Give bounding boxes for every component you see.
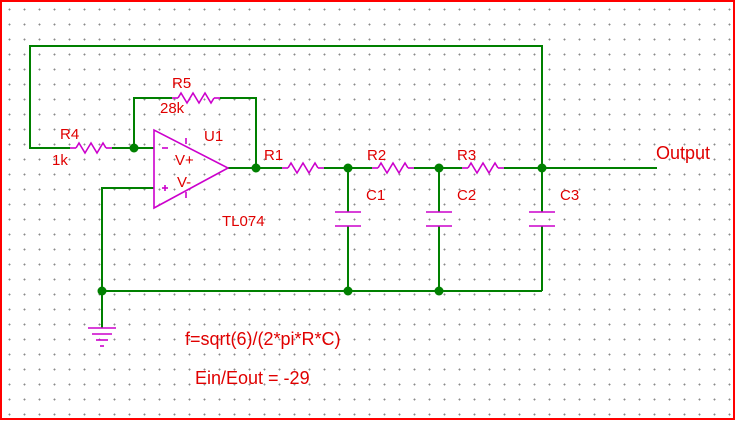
resistor-r2 [372,161,414,175]
opamp-u1 [153,128,230,210]
wires [29,45,657,328]
labels: R4 1k R5 28k U1 V+ V- TL074 R1 R2 R3 C1 … [52,75,710,388]
label-c1-ref: C1 [366,187,385,204]
node-ground-left [97,286,107,296]
capacitor-c2 [426,211,452,227]
label-output: Output [656,143,710,163]
label-r4-value: 1k [52,152,68,169]
node-inverting [129,143,139,153]
label-r2-ref: R2 [367,147,386,164]
label-u1-plus: V+ [175,152,194,169]
ground-symbol [88,327,116,347]
label-r3-ref: R3 [457,147,476,164]
node-ground-c2 [434,286,444,296]
label-c2-ref: C2 [457,187,476,204]
label-u1-part: TL074 [222,213,265,230]
resistor-r3 [462,161,504,175]
formula-frequency: f=sqrt(6)/(2*pi*R*C) [185,329,341,349]
label-r4-ref: R4 [60,126,79,143]
node-c2 [434,163,444,173]
wire-plus-ground [101,187,154,328]
formula-gain: Ein/Eout = -29 [195,368,310,388]
label-r5-ref: R5 [172,75,191,92]
resistor-r1 [282,161,324,175]
node-c1 [343,163,353,173]
label-u1-minus: V- [177,174,191,191]
label-c3-ref: C3 [560,187,579,204]
capacitor-c1 [335,211,361,227]
capacitor-c3 [529,211,555,227]
label-r5-value: 28k [160,100,185,117]
resistor-r5 [172,91,220,105]
resistor-r4 [70,141,112,155]
components [70,91,555,347]
node-ground-c1 [343,286,353,296]
label-r1-ref: R1 [264,147,283,164]
junctions [97,143,547,296]
wire-r5-left [133,97,172,148]
wire-r5-right [220,97,257,168]
label-u1-ref: U1 [204,128,223,145]
node-c3 [537,163,547,173]
wire-top-feedback [29,45,543,168]
node-opamp-out [251,163,261,173]
